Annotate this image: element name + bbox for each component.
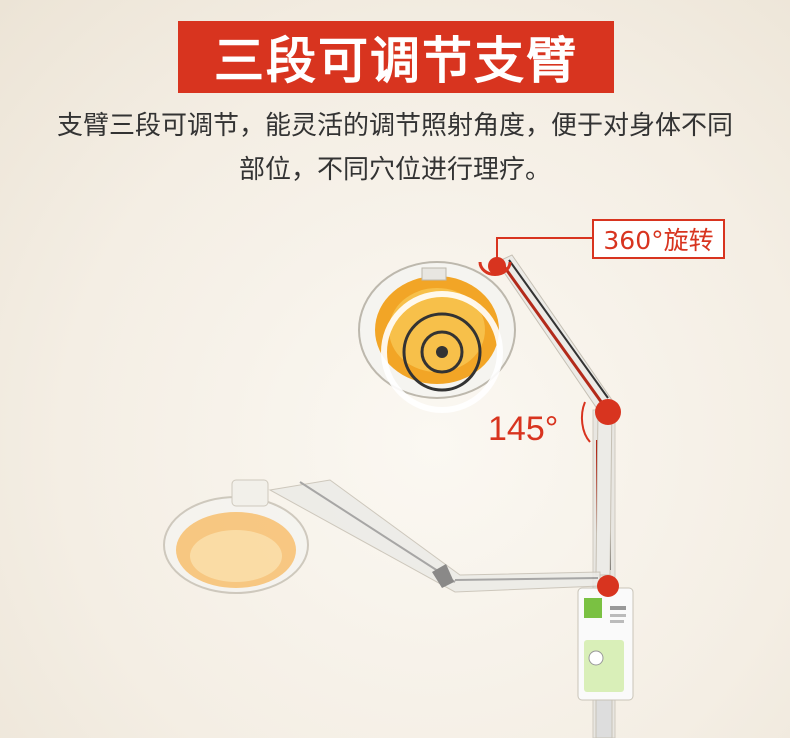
description-line-1: 支臂三段可调节，能灵活的调节照射角度，便于对身体不同 bbox=[56, 111, 733, 141]
joint-markers bbox=[488, 257, 621, 597]
title-text: 三段可调节支臂 bbox=[214, 32, 578, 90]
description-line-2: 部位，不同穴位进行理疗。 bbox=[238, 155, 551, 185]
rotation-callout-text: 360°旋转 bbox=[603, 226, 714, 255]
lower-arm bbox=[268, 479, 601, 593]
lower-lamp-head bbox=[163, 479, 309, 594]
rotation-callout: 360°旋转 bbox=[592, 219, 725, 259]
angle-arc bbox=[580, 401, 591, 443]
title-banner: 三段可调节支臂 bbox=[178, 21, 614, 93]
upper-lamp-head bbox=[358, 261, 516, 413]
rotation-arrow-icon bbox=[478, 261, 512, 276]
control-box bbox=[577, 587, 634, 701]
angle-label: 145° bbox=[488, 410, 559, 448]
upper-arm bbox=[496, 254, 613, 576]
description: 支臂三段可调节，能灵活的调节照射角度，便于对身体不同 部位，不同穴位进行理疗。 bbox=[0, 104, 790, 192]
rotation-leader-line bbox=[496, 237, 592, 266]
